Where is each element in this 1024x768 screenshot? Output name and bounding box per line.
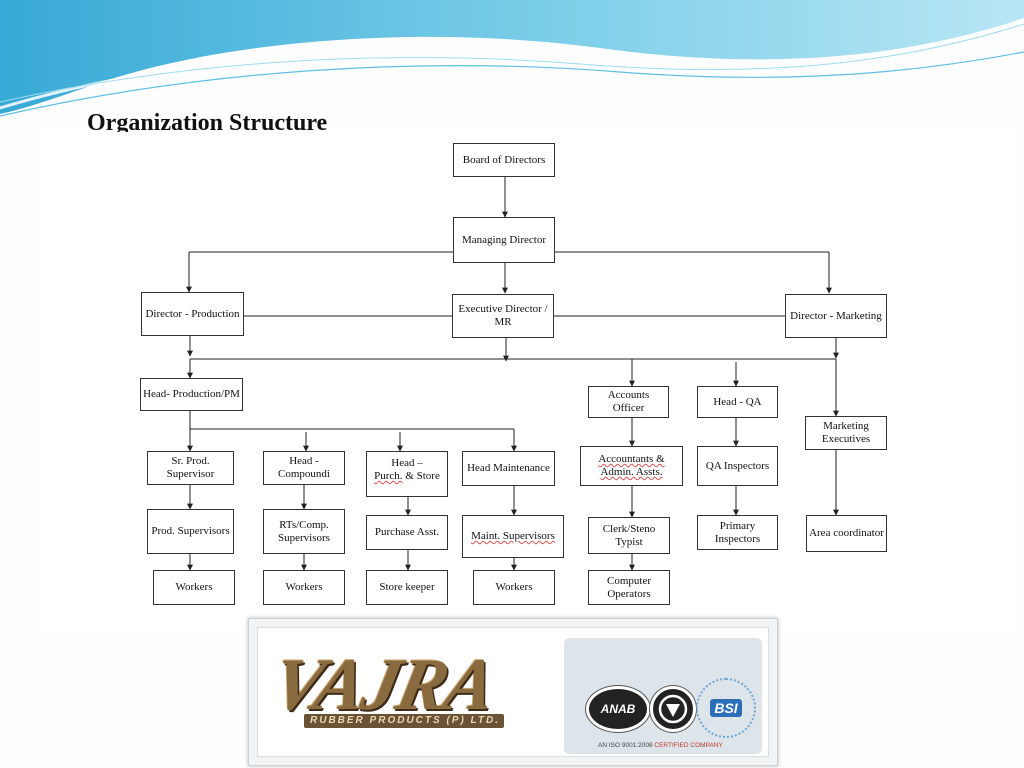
org-node-accounts-officer: Accounts Officer: [588, 386, 669, 418]
org-node-board-of-directors: Board of Directors: [453, 143, 555, 177]
org-node-head-purchase-store: Head –Purch. & Store: [366, 451, 448, 497]
iso-certification-line: AN ISO 9001:2008 CERTIFIED COMPANY: [598, 742, 723, 749]
org-node-purchase-asst: Purchase Asst.: [366, 515, 448, 550]
bsi-seal-icon: BSI: [696, 678, 756, 738]
org-node-maint-supervisors: Maint. Supervisors: [462, 515, 564, 558]
maint-supervisors-label: Maint. Supervisors: [471, 530, 555, 542]
org-node-computer-operators: Computer Operators: [588, 570, 670, 605]
logo-frame: VAJRA RUBBER PRODUCTS (P) LTD. ANAB BSI …: [257, 627, 769, 757]
org-node-managing-director: Managing Director: [453, 217, 555, 263]
ukas-crown-seal-icon: [650, 686, 696, 732]
anab-seal-icon: ANAB: [586, 686, 650, 732]
org-node-head-qa: Head - QA: [697, 386, 778, 418]
org-node-director-production: Director - Production: [141, 292, 244, 336]
org-node-workers-production: Workers: [153, 570, 235, 605]
head-purch-word: Purch.: [374, 470, 403, 482]
bsi-label: BSI: [710, 699, 742, 717]
vajra-logo-wordmark: VAJRA: [265, 644, 502, 726]
org-node-area-coordinator: Area coordinator: [806, 515, 887, 552]
org-node-workers-maintenance: Workers: [473, 570, 555, 605]
org-node-qa-inspectors: QA Inspectors: [697, 446, 778, 486]
header-wave-decoration: [0, 0, 1024, 117]
logo-subtitle: RUBBER PRODUCTS (P) LTD.: [310, 715, 501, 726]
org-node-prod-supervisors: Prod. Supervisors: [147, 509, 234, 554]
org-node-head-compounding: Head - Compoundi: [263, 451, 345, 485]
org-node-workers-compounding: Workers: [263, 570, 345, 605]
org-node-head-production: Head- Production/PM: [140, 378, 243, 411]
org-node-accountants-admin: Accountants & Admin. Assts.: [580, 446, 683, 486]
page-title: Organization Structure: [87, 110, 328, 136]
org-node-sr-prod-supervisor: Sr. Prod. Supervisor: [147, 451, 234, 485]
certification-panel: ANAB BSI AN ISO 9001:2008 CERTIFIED COMP…: [564, 638, 762, 754]
company-logo-banner: VAJRA RUBBER PRODUCTS (P) LTD. ANAB BSI …: [248, 618, 778, 766]
org-node-store-keeper: Store keeper: [366, 570, 448, 605]
head-purch-prefix: Head –: [391, 457, 423, 469]
org-node-clerk-steno: Clerk/Steno Typist: [588, 517, 670, 554]
iso-certified-label: CERTIFIED COMPANY: [654, 742, 723, 749]
org-node-executive-director: Executive Director / MR: [452, 294, 554, 338]
logo-subtitle-strip: [304, 714, 504, 728]
org-node-director-marketing: Director - Marketing: [785, 294, 887, 338]
org-node-rts-comp-supervisors: RTs/Comp. Supervisors: [263, 509, 345, 554]
head-purch-suffix: & Store: [405, 470, 440, 482]
accountants-admin-label: Accountants & Admin. Assts.: [598, 453, 665, 478]
org-node-primary-inspectors: Primary Inspectors: [697, 515, 778, 550]
org-node-head-maintenance: Head Maintenance: [462, 451, 555, 486]
org-node-marketing-executives: Marketing Executives: [805, 416, 887, 450]
iso-standard: AN ISO 9001:2008: [598, 742, 653, 749]
